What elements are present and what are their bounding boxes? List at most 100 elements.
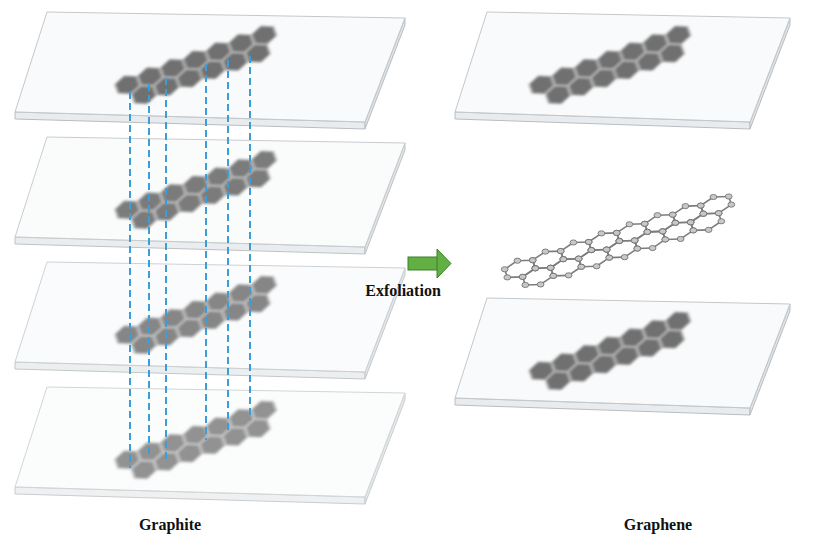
dashed-bond <box>165 78 167 462</box>
carbon-atom <box>529 258 536 263</box>
carbon-atom <box>603 247 610 252</box>
carbon-atom <box>626 222 633 227</box>
carbon-atom <box>669 212 676 217</box>
carbon-atom <box>588 247 595 252</box>
carbon-atom <box>565 273 572 278</box>
carbon-atom <box>570 240 577 245</box>
carbon-atom <box>715 211 722 216</box>
carbon-atom <box>532 266 539 271</box>
carbon-atom <box>621 255 628 260</box>
carbon-atom <box>682 204 689 209</box>
carbon-atom <box>588 247 595 252</box>
carbon-atom <box>662 237 669 242</box>
carbon-atom <box>606 255 613 260</box>
carbon-atom <box>649 245 656 250</box>
carbon-atom <box>672 220 679 225</box>
material-label: Graphene <box>624 516 692 534</box>
carbon-atom <box>613 230 620 235</box>
glass-plates <box>15 12 790 504</box>
carbon-atom <box>672 220 679 225</box>
carbon-atom <box>687 220 694 225</box>
carbon-atom <box>522 282 529 287</box>
carbon-atom <box>593 264 600 269</box>
dashed-bond <box>148 84 150 458</box>
carbon-atom <box>542 249 549 254</box>
carbon-atom <box>728 202 735 207</box>
carbon-atom <box>700 211 707 216</box>
carbon-atom <box>585 239 592 244</box>
carbon-atom <box>697 203 704 208</box>
carbon-atom <box>588 247 595 252</box>
carbon-atom <box>537 282 544 287</box>
carbon-atom <box>578 264 585 269</box>
carbon-atom <box>575 256 582 261</box>
carbon-atom <box>547 265 554 270</box>
carbon-atom <box>687 220 694 225</box>
glass-plate <box>15 387 405 504</box>
glass-plate <box>455 12 790 129</box>
carbon-atom <box>532 266 539 271</box>
carbon-atom <box>697 203 704 208</box>
glass-plate <box>15 137 405 254</box>
hexagon-layer <box>114 397 283 486</box>
interlayer-bonds <box>130 56 250 468</box>
carbon-atom <box>644 229 651 234</box>
material-label: Graphite <box>139 516 201 534</box>
carbon-atom <box>603 247 610 252</box>
dashed-bond <box>129 92 131 468</box>
carbon-atom <box>519 274 526 279</box>
carbon-atom <box>644 229 651 234</box>
carbon-atom <box>641 221 648 226</box>
carbon-atom <box>669 212 676 217</box>
exfoliation-arrow <box>408 249 451 278</box>
carbon-atom <box>659 229 666 234</box>
carbon-atom <box>616 238 623 243</box>
hexagon-layer <box>114 147 283 236</box>
glass-plate <box>15 262 405 379</box>
carbon-atom <box>725 194 732 199</box>
carbon-atom <box>641 221 648 226</box>
carbon-atom <box>631 238 638 243</box>
carbon-atom <box>560 257 567 262</box>
glass-plate <box>15 12 405 129</box>
carbon-atom <box>575 256 582 261</box>
carbon-atom <box>585 239 592 244</box>
carbon-atom <box>705 227 712 232</box>
carbon-atom <box>519 274 526 279</box>
carbon-atom <box>616 238 623 243</box>
carbon-atom <box>687 220 694 225</box>
carbon-atom <box>634 246 641 251</box>
hexagon-layer <box>114 22 283 111</box>
carbon-atom <box>700 211 707 216</box>
carbon-atom <box>606 255 613 260</box>
carbon-atom <box>700 211 707 216</box>
carbon-atom <box>560 257 567 262</box>
carbon-atom <box>690 228 697 233</box>
carbon-atom <box>644 229 651 234</box>
carbon-atom <box>598 231 605 236</box>
glass-plate <box>455 298 790 415</box>
process-label: Exfoliation <box>365 282 441 300</box>
carbon-atom <box>613 230 620 235</box>
carbon-atom <box>532 266 539 271</box>
carbon-atom <box>529 258 536 263</box>
carbon-atom <box>514 258 521 263</box>
carbon-atom <box>603 247 610 252</box>
carbon-atom <box>659 229 666 234</box>
carbon-atom <box>550 273 557 278</box>
carbon-atom <box>560 257 567 262</box>
carbon-atom <box>715 211 722 216</box>
carbon-atom <box>501 267 508 272</box>
carbon-atom <box>631 238 638 243</box>
carbon-atom <box>659 229 666 234</box>
hexagon-layer <box>114 272 283 361</box>
carbon-atom <box>557 248 564 253</box>
graphene-sheet <box>501 194 734 288</box>
carbon-atom <box>550 273 557 278</box>
carbon-atom <box>677 236 684 241</box>
dashed-bond <box>205 64 207 440</box>
carbon-atom <box>547 265 554 270</box>
carbon-atom <box>557 248 564 253</box>
